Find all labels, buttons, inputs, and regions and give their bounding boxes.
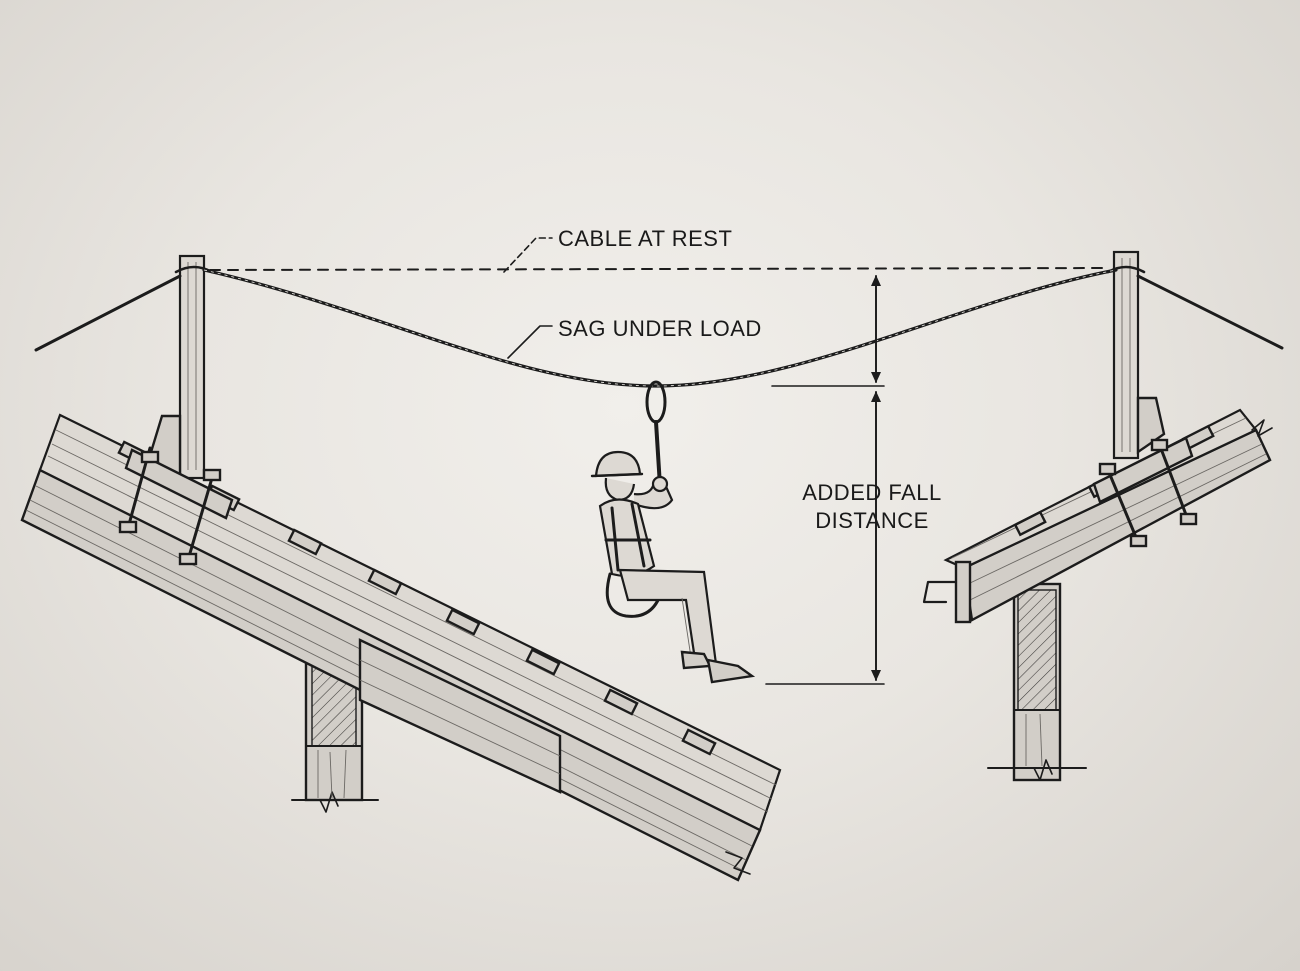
fall-distance-dimensions <box>765 275 885 685</box>
bolt-nut <box>118 520 138 534</box>
right-rafter-break-symbol <box>1251 419 1273 437</box>
right-fascia-board <box>954 560 972 624</box>
added-fall-label-line1: ADDED FALL <box>802 480 942 505</box>
gutter-hook <box>922 580 958 604</box>
bolt-nut <box>1098 462 1117 476</box>
left-rafter-break-symbol <box>725 851 751 875</box>
bolt-nut <box>178 552 198 566</box>
carabiner <box>645 380 667 424</box>
right-support-post <box>987 582 1087 782</box>
right-bracket-clamp <box>1092 436 1198 548</box>
bolt-nut <box>1150 438 1169 452</box>
left-beam <box>358 638 562 794</box>
torso <box>598 498 656 577</box>
legs <box>618 568 718 668</box>
added-fall-label-line2: DISTANCE <box>815 508 929 533</box>
hard-hat <box>594 450 642 478</box>
cable-at-rest-line <box>209 267 1109 271</box>
bolt-nut <box>1129 534 1148 548</box>
cable-at-rest-label: CABLE AT REST <box>558 226 732 251</box>
right-backstay-cable <box>1136 274 1284 350</box>
bolt-nut <box>140 450 160 464</box>
cable-system <box>34 265 1284 388</box>
bolt-nut <box>202 468 222 482</box>
right-roof-assembly <box>922 250 1273 782</box>
boot <box>706 658 756 684</box>
lanyard <box>654 420 662 488</box>
sag-under-load-leader <box>507 325 553 359</box>
bolt-nut <box>1179 512 1198 526</box>
sag-under-load-label: SAG UNDER LOAD <box>558 316 762 341</box>
right-anchor-post <box>1112 250 1166 460</box>
worker-figure <box>590 380 756 684</box>
left-roof-assembly <box>20 254 782 882</box>
left-backstay-cable <box>34 274 182 352</box>
cable-at-rest-leader <box>503 237 553 273</box>
left-bracket-clamp <box>118 446 234 566</box>
